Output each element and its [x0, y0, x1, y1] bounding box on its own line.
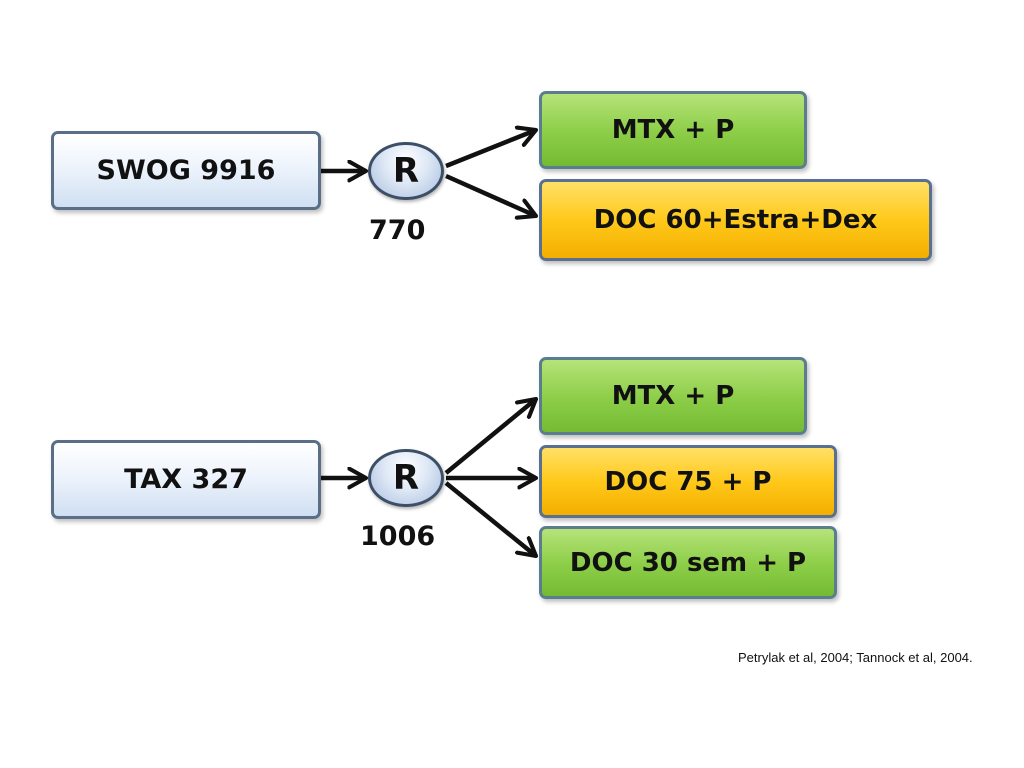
arrow-r2-to-mtx [444, 399, 536, 475]
trial-name: TAX 327 [124, 464, 248, 495]
patient-count: 1006 [360, 521, 436, 552]
arm-box-mtx-p: MTX + P [539, 357, 807, 435]
arm-label: MTX + P [611, 115, 735, 145]
arm-label: MTX + P [611, 381, 735, 411]
arm-label: DOC 75 + P [604, 466, 772, 497]
patient-count: 770 [369, 215, 426, 246]
randomization-label: R [392, 151, 420, 191]
arrow-r1-to-doc60 [445, 173, 536, 216]
trial-box-tax-327: TAX 327 [51, 440, 321, 519]
randomization-node: R [368, 142, 444, 200]
arm-box-mtx-p: MTX + P [539, 91, 807, 169]
arm-box-doc-75-p: DOC 75 + P [539, 445, 837, 518]
trial-box-swog-9916: SWOG 9916 [51, 131, 321, 210]
arm-label: DOC 60+Estra+Dex [593, 205, 878, 235]
arrow-r1-to-mtx [445, 130, 536, 169]
citation-text: Petrylak et al, 2004; Tannock et al, 200… [738, 650, 973, 665]
arm-box-doc-60-estra-dex: DOC 60+Estra+Dex [539, 179, 932, 261]
randomization-node: R [368, 449, 444, 507]
randomization-label: R [392, 458, 420, 498]
arrow-r2-to-doc30 [444, 481, 536, 556]
arm-label: DOC 30 sem + P [569, 547, 807, 578]
trial-name: SWOG 9916 [96, 155, 276, 186]
arm-box-doc-30-sem-p: DOC 30 sem + P [539, 526, 837, 599]
